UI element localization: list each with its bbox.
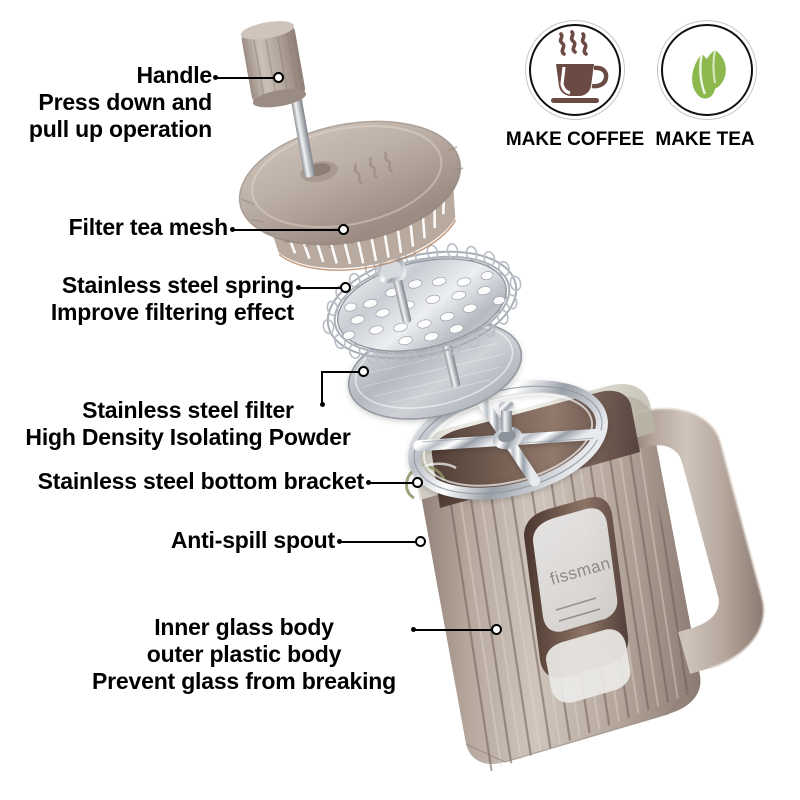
callout-filter-tea-mesh-text: Filter tea mesh [68, 214, 229, 240]
coffee-cup-icon [551, 30, 609, 103]
callout-filter-text-2: High Density Isolating Powder [25, 424, 351, 450]
callout-anti-spill-spout: Anti-spill spout [0, 527, 335, 554]
callout-handle-text-2: Press down and [38, 89, 212, 115]
lid-assembly [238, 120, 464, 271]
spring-disc [322, 243, 522, 367]
callout-bracket-text: Stainless steel bottom bracket [37, 468, 365, 494]
callout-filter-text: Stainless steel filter [82, 397, 294, 423]
leader-bottom-bracket [366, 477, 424, 489]
callout-handle-text: Handle [136, 62, 213, 88]
leader-stainless-steel-filter [320, 365, 372, 407]
badge-caption-make-coffee: MAKE COFFEE [505, 129, 645, 150]
callout-handle-text-3: pull up operation [28, 116, 212, 142]
leader-anti-spill-spout [337, 536, 427, 548]
callout-spring-text-2: Improve filtering effect [50, 299, 294, 325]
leader-handle [213, 72, 285, 84]
plunger-knob [240, 21, 307, 108]
tea-leaf-icon [692, 49, 726, 99]
leader-filter-tea-mesh [230, 224, 350, 236]
callout-glass-text-2: outer plastic body [146, 641, 342, 667]
leader-inner-glass-body [411, 624, 503, 636]
callout-bottom-bracket: Stainless steel bottom bracket [0, 468, 365, 495]
callout-filter-tea-mesh: Filter tea mesh [0, 214, 229, 241]
callout-spring-text: Stainless steel spring [61, 272, 294, 298]
callout-spout-text: Anti-spill spout [170, 527, 335, 553]
coil-spring [326, 250, 518, 360]
steam-emboss [353, 150, 394, 185]
body-handle [630, 407, 765, 674]
badge-make-tea[interactable] [661, 24, 753, 116]
callout-glass-text-3: Prevent glass from breaking [92, 668, 396, 694]
badge-make-coffee[interactable] [529, 24, 621, 116]
bottom-bracket-ring [408, 380, 608, 500]
product-label: fissman [533, 508, 631, 703]
leader-stainless-steel-spring [296, 282, 352, 294]
badge-caption-make-tea: MAKE TEA [655, 129, 755, 150]
callout-glass-text: Inner glass body [154, 614, 334, 640]
body-view-window: fissman [524, 496, 631, 703]
